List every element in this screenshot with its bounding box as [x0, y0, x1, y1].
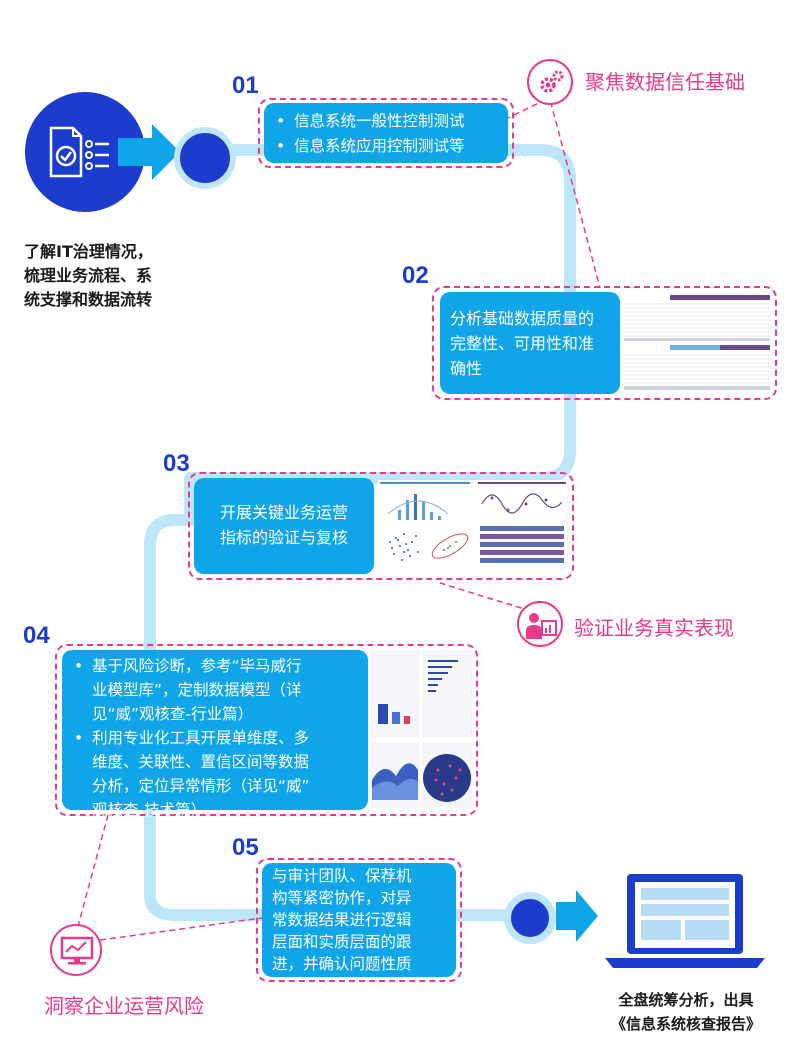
intro-line: 了解IT治理情况，	[24, 242, 153, 261]
intro-line: 统支撑和数据流转	[24, 290, 153, 309]
step-number: 03	[163, 450, 190, 477]
step-04-item: 基于风险诊断，参考“毕马威行 业模型库”，定制数据模型（详 见“威”观核查-行业…	[70, 654, 360, 726]
end-node	[504, 892, 556, 944]
result-line: 全盘统筹分析，出具	[618, 991, 754, 1009]
step-02-line: 完整性、可用性和准	[450, 334, 595, 353]
step-05-line: 与审计团队、保荐机	[272, 867, 412, 885]
step-02-frame	[432, 286, 777, 400]
step-04-line: 见“威”观核查-行业篇）	[92, 705, 254, 723]
presenter-icon-circle	[517, 601, 563, 647]
result-line: 《信息系统核查报告》	[610, 1015, 761, 1033]
step-04-box: 基于风险诊断，参考“毕马威行 业模型库”，定制数据模型（详 见“威”观核查-行业…	[62, 650, 368, 819]
step-02-line: 分析基础数据质量的	[450, 309, 595, 328]
step-05-line: 进，并确认问题性质	[272, 955, 412, 973]
step-04-line: 分析，定位异常情形（详见“威”	[92, 777, 310, 795]
step-03-box: 开展关键业务运营 指标的验证与复核	[194, 478, 374, 574]
result-text: 全盘统筹分析，出具 《信息系统核查报告》	[586, 988, 786, 1036]
step-01-item: 信息系统应用控制测试等	[272, 134, 500, 159]
callout-insight: 洞察企业运营风险	[44, 994, 204, 1018]
step-03-line: 开展关键业务运营	[219, 503, 348, 522]
end-arrow	[556, 890, 598, 942]
step-03-frame	[188, 472, 574, 580]
step-05-line: 常数据结果进行逻辑	[272, 911, 412, 929]
step-02-line: 确性	[450, 359, 483, 378]
step-01-item: 信息系统一般性控制测试	[272, 109, 500, 134]
step-04-line: 维度、关联性、置信区间等数据	[92, 753, 310, 771]
start-node	[174, 127, 236, 189]
callout-focus: 聚焦数据信任基础	[585, 70, 745, 94]
step-05-line: 层面和实质层面的跟	[272, 933, 412, 951]
step-04-line: 利用专业化工具开展单维度、多	[92, 729, 310, 747]
step-number: 01	[232, 72, 259, 99]
data-table-thumbnail	[624, 293, 770, 393]
step-02-box: 分析基础数据质量的 完整性、可用性和准 确性	[440, 292, 620, 394]
step-05-box: 与审计团队、保荐机 构等紧密协作，对异 常数据结果进行逻辑 层面和实质层面的跟 …	[262, 863, 456, 977]
presenter-chart-icon	[526, 613, 557, 639]
step-number: 02	[402, 262, 429, 289]
step-03-line: 指标的验证与复核	[219, 528, 348, 547]
intro-line: 梳理业务流程、系	[24, 266, 153, 285]
intro-arrow	[118, 124, 180, 180]
gears-icon	[540, 70, 564, 93]
monitor-icon-circle	[50, 924, 102, 976]
document-checklist-icon	[49, 126, 109, 178]
model-dashboard-thumbnail	[370, 650, 472, 810]
intro-text: 了解IT治理情况， 梳理业务流程、系 统支撑和数据流转	[24, 240, 194, 312]
step-number: 04	[23, 622, 50, 649]
step-05-frame	[256, 858, 462, 982]
step-number: 05	[232, 834, 259, 861]
step-05-line: 构等紧密协作，对异	[272, 889, 412, 907]
step-04-line: 观核查-技术篇）	[92, 801, 207, 819]
step-04-line: 业模型库”，定制数据模型（详	[92, 681, 302, 699]
step-04-line: 基于风险诊断，参考“毕马威行	[92, 657, 302, 675]
callout-verify: 验证业务真实表现	[574, 616, 734, 640]
analytics-dashboard-thumbnail	[378, 480, 568, 574]
step-04-item: 利用专业化工具开展单维度、多 维度、关联性、置信区间等数据 分析，定位异常情形（…	[70, 726, 360, 822]
step-01-box: 信息系统一般性控制测试 信息系统应用控制测试等	[264, 103, 508, 163]
step-01-frame	[258, 98, 514, 168]
gears-icon-circle	[527, 59, 573, 105]
laptop-icon	[605, 874, 765, 968]
monitor-chart-icon	[60, 936, 94, 965]
